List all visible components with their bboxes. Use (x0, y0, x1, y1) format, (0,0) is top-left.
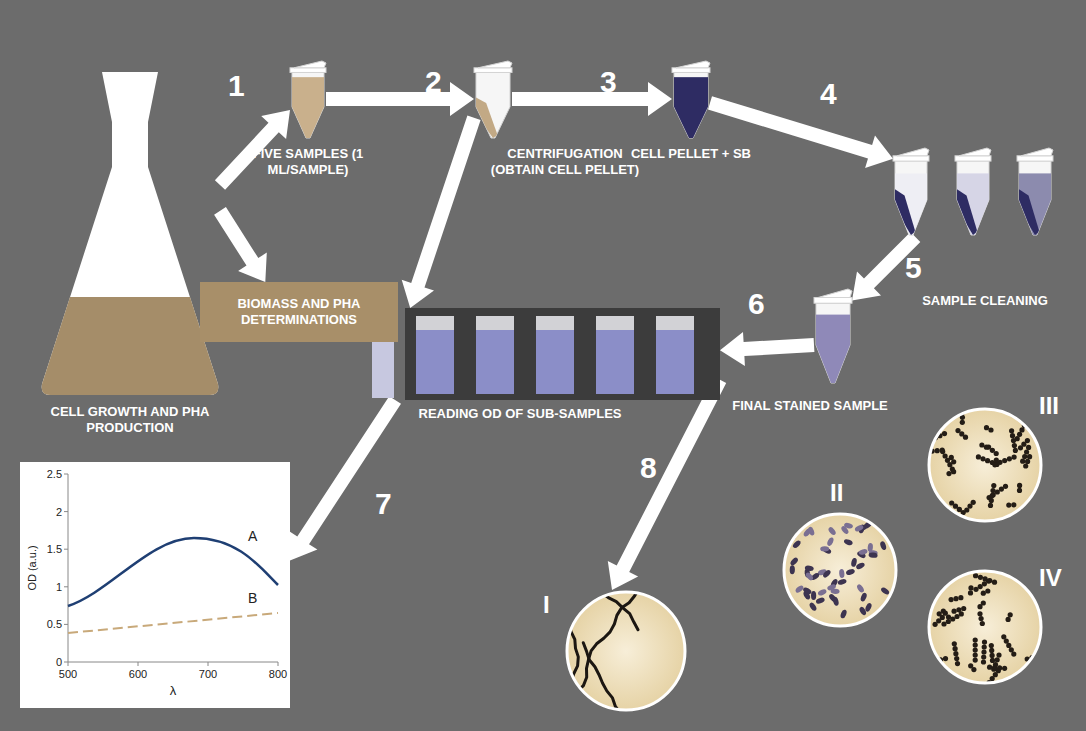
node-illustration (290, 60, 326, 138)
flow-arrow (402, 116, 481, 309)
tick-label: 2 (56, 506, 62, 519)
node-illustration (893, 145, 1053, 237)
panel-numeral: II (830, 480, 843, 506)
step-number: 8 (640, 452, 657, 484)
cuvette-set: READING OD OF SUB-SAMPLES (368, 308, 720, 400)
box-text: BIOMASS AND PHA DETERMINATIONS (234, 296, 364, 328)
flow-arrow (608, 377, 726, 590)
flow-arrow (326, 82, 474, 116)
node-illustration (927, 569, 1043, 685)
tick-label: 500 (59, 668, 77, 681)
node-illustration (565, 590, 687, 712)
step-label: FIVE SAMPLES (1 ML/SAMPLE) (248, 146, 368, 178)
step-number: 2 (425, 66, 442, 98)
series-label: A (248, 528, 257, 544)
series-label: B (248, 590, 257, 606)
step-label: SAMPLE CLEANING (900, 293, 1070, 309)
tick-label: 1 (56, 581, 62, 594)
node-illustration (40, 72, 220, 395)
panel-numeral: I (543, 592, 550, 618)
tick-label: 0.5 (47, 618, 62, 631)
tick-label: 600 (129, 668, 147, 681)
tick-label: 700 (199, 668, 217, 681)
process-box: BIOMASS AND PHA DETERMINATIONS (200, 282, 398, 342)
step-label: CENTRIFUGATION (OBTAIN CELL PELLET) (483, 146, 648, 178)
node-illustration (368, 308, 720, 400)
step-label: CELL PELLET + SB (616, 146, 766, 162)
micrograph-circle: II (782, 512, 898, 628)
step-number: 3 (600, 66, 617, 98)
flow-arrow (289, 396, 401, 560)
micrograph-circle: III (927, 407, 1043, 523)
tube-figure: FIVE SAMPLES (1 ML/SAMPLE) (290, 60, 326, 138)
tube-figure: SAMPLE CLEANING (893, 145, 1053, 237)
flow-arrow (214, 207, 267, 282)
axis-title: OD (a.u.) (26, 545, 39, 590)
step-label: FINAL STAINED SAMPLE (725, 398, 895, 414)
node-illustration (672, 60, 710, 138)
micrograph-circle: I (565, 590, 687, 712)
tick-label: 0 (56, 656, 62, 669)
tick-label: 2.5 (47, 468, 62, 481)
node-illustration (474, 60, 512, 138)
step-label: CELL GROWTH AND PHA PRODUCTION (50, 404, 210, 436)
tick-label: 1.5 (47, 543, 62, 556)
chart-panel: A B 2.5 2 1.5 1 0.5 0500 600 700 800 OD (a.u.) λ (20, 462, 290, 708)
micrograph-circle: IV (927, 569, 1043, 685)
node-illustration (782, 512, 898, 628)
step-number: 7 (375, 488, 392, 520)
tick-label: 800 (269, 668, 287, 681)
flow-arrow (512, 82, 672, 116)
step-number: 6 (748, 288, 765, 320)
node-illustration (814, 288, 852, 383)
step-number: 5 (905, 252, 922, 284)
panel-numeral: III (1039, 393, 1059, 419)
tube-figure: FINAL STAINED SAMPLE (814, 288, 852, 383)
step-label: READING OD OF SUB-SAMPLES (390, 406, 650, 422)
step-number: 1 (228, 70, 245, 102)
axis-title: λ (170, 684, 177, 697)
tube-figure: CELL PELLET + SB (672, 60, 710, 138)
step-number: 4 (820, 78, 837, 110)
tube-figure: CENTRIFUGATION (OBTAIN CELL PELLET) (474, 60, 512, 138)
panel-numeral: IV (1039, 565, 1062, 591)
flow-arrow (720, 332, 814, 366)
flask-figure: CELL GROWTH AND PHA PRODUCTION (40, 72, 220, 395)
node-illustration (927, 407, 1043, 523)
